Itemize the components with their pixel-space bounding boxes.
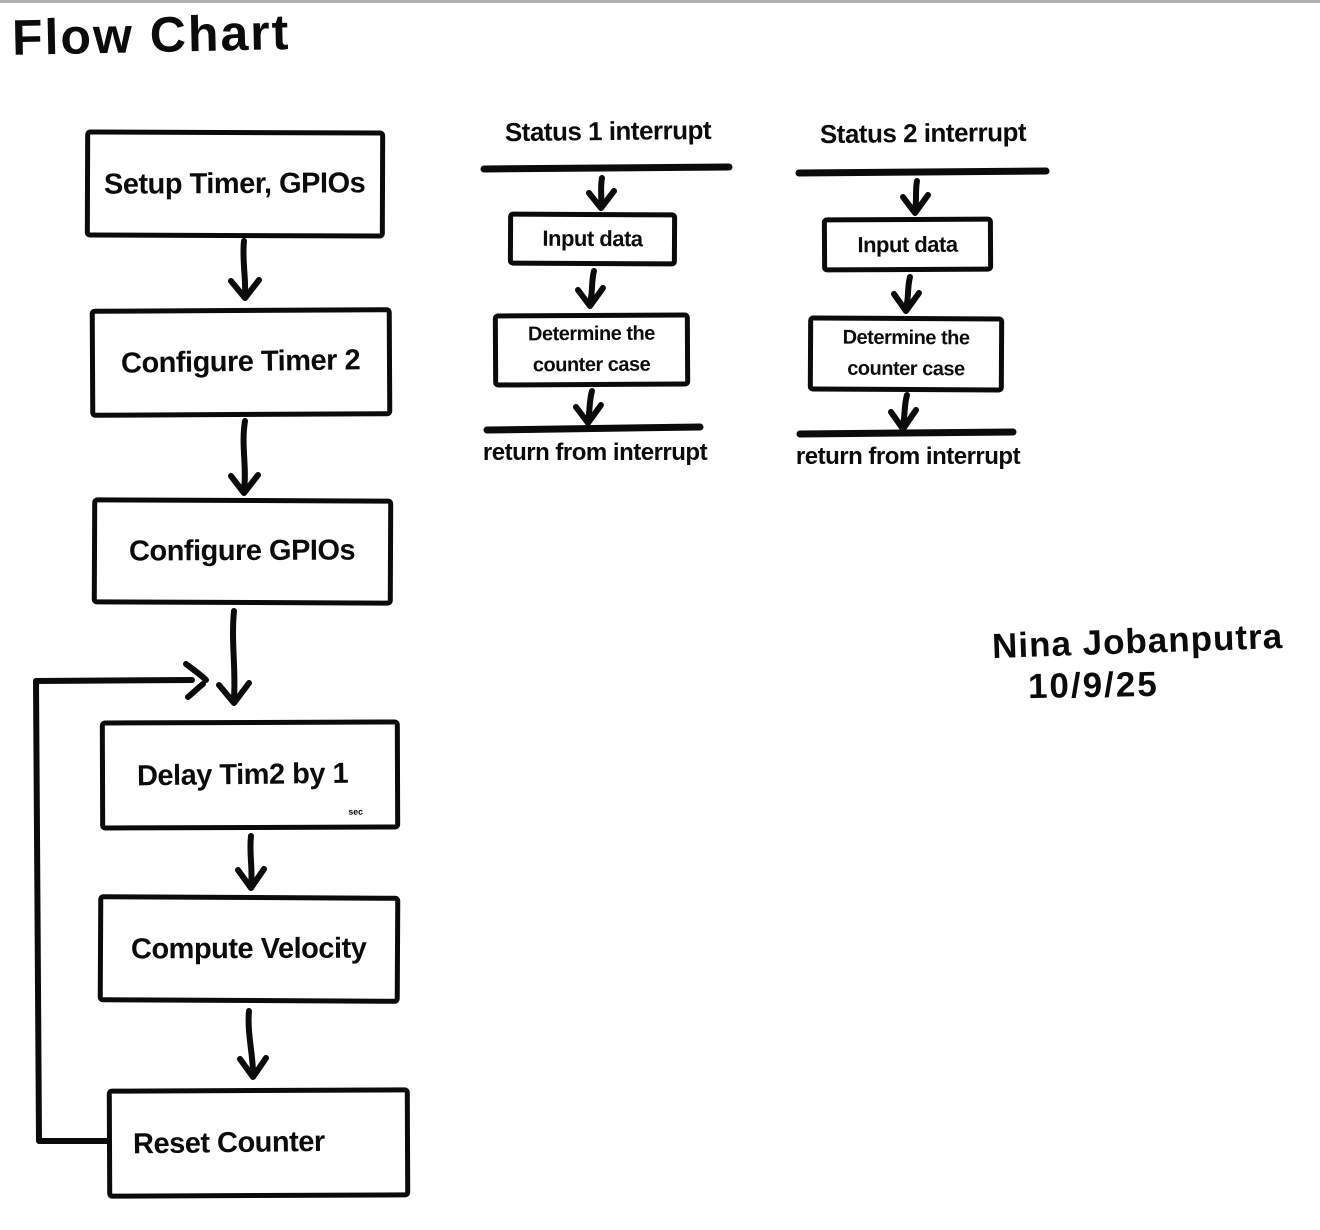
interrupt-2-title: Status 2 interrupt <box>819 116 1027 150</box>
flow-box-label-subscript: sec <box>348 806 364 817</box>
arrow-compute-to-reset-icon <box>237 1008 269 1080</box>
flow-box-label: Determine the counter case <box>842 326 970 381</box>
interrupt-1-return-label: return from interrupt <box>482 439 708 466</box>
interrupt-1-determine-counter-box: Determine the counter case <box>492 312 691 388</box>
flow-box-setup-timer-gpios: Setup Timer, GPIOs <box>84 129 386 239</box>
interrupt-1-input-data-box: Input data <box>507 211 678 267</box>
flow-box-label: Input data <box>857 231 958 257</box>
return-1-terminator-line <box>483 423 704 434</box>
status-1-title-underline <box>480 163 733 173</box>
flow-box-configure-gpios: Configure GPIOs <box>91 497 394 606</box>
flow-box-label: Determine the counter case <box>527 322 655 377</box>
arrow-setup-to-configure-timer-icon <box>228 238 262 301</box>
arrow-input-2-to-determine-icon <box>891 274 922 314</box>
arrow-delay-to-compute-icon <box>235 833 267 891</box>
signature-date: 10/9/25 <box>1027 664 1160 707</box>
arrow-input-1-to-determine-icon <box>575 268 606 309</box>
page-title: Flow Chart <box>11 4 291 66</box>
interrupt-2-return-label: return from interrupt <box>795 443 1021 470</box>
flow-box-label: Input data <box>542 225 643 252</box>
canvas-top-edge <box>0 0 1320 3</box>
arrow-configure-timer-to-configure-gpios-icon <box>228 418 261 496</box>
arrow-determine-1-to-return-icon <box>573 388 604 426</box>
flow-box-label: Reset Counter <box>132 1125 325 1160</box>
return-2-terminator-line <box>796 428 1017 438</box>
signature-name: Nina Jobanputra <box>991 616 1284 667</box>
flow-box-configure-timer-2: Configure Timer 2 <box>89 307 393 418</box>
flow-box-label: Compute Velocity <box>131 932 367 965</box>
flow-box-compute-velocity: Compute Velocity <box>97 894 401 1004</box>
flow-box-delay-tim2: Delay Tim2 by 1 sec <box>99 719 401 831</box>
flow-box-label: Setup Timer, GPIOs <box>104 166 366 201</box>
flow-box-label: Configure GPIOs <box>129 534 356 568</box>
interrupt-2-determine-counter-box: Determine the counter case <box>807 315 1005 393</box>
flow-box-label: Configure Timer 2 <box>121 344 361 380</box>
interrupt-1-title: Status 1 interrupt <box>504 114 712 148</box>
flow-box-reset-counter: Reset Counter <box>106 1087 411 1199</box>
arrow-status-1-to-input-icon <box>586 175 617 211</box>
status-2-title-underline <box>795 167 1050 177</box>
arrow-configure-gpios-to-delay-icon <box>216 608 252 706</box>
interrupt-2-input-data-box: Input data <box>821 216 994 273</box>
arrow-status-2-to-input-icon <box>900 178 931 216</box>
arrow-determine-2-to-return-icon <box>888 392 919 432</box>
flow-box-label: Delay Tim2 by 1 <box>136 757 349 792</box>
